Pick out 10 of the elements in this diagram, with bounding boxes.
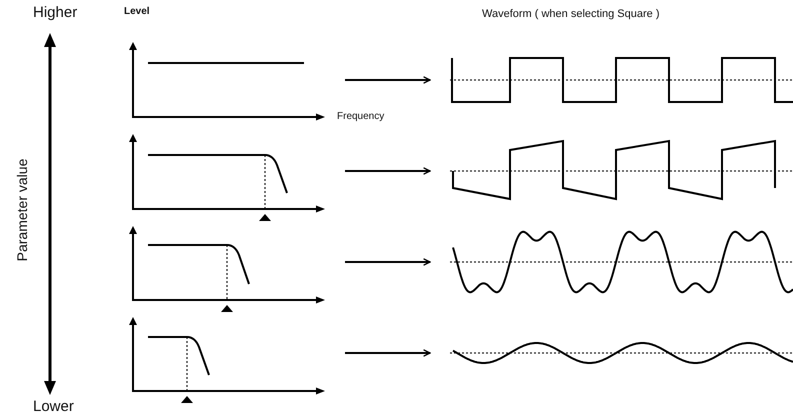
arrow [345,76,431,84]
arrow [345,349,431,357]
text-label: Lower [33,398,74,415]
text-label: Higher [33,4,78,21]
arrow [345,167,431,175]
text-label: Frequency [337,111,384,122]
text-label: Waveform ( when selecting Square ) [482,8,660,20]
text-label: Level [124,6,150,17]
axis-label: Parameter value [14,158,30,262]
arrow [345,258,431,266]
